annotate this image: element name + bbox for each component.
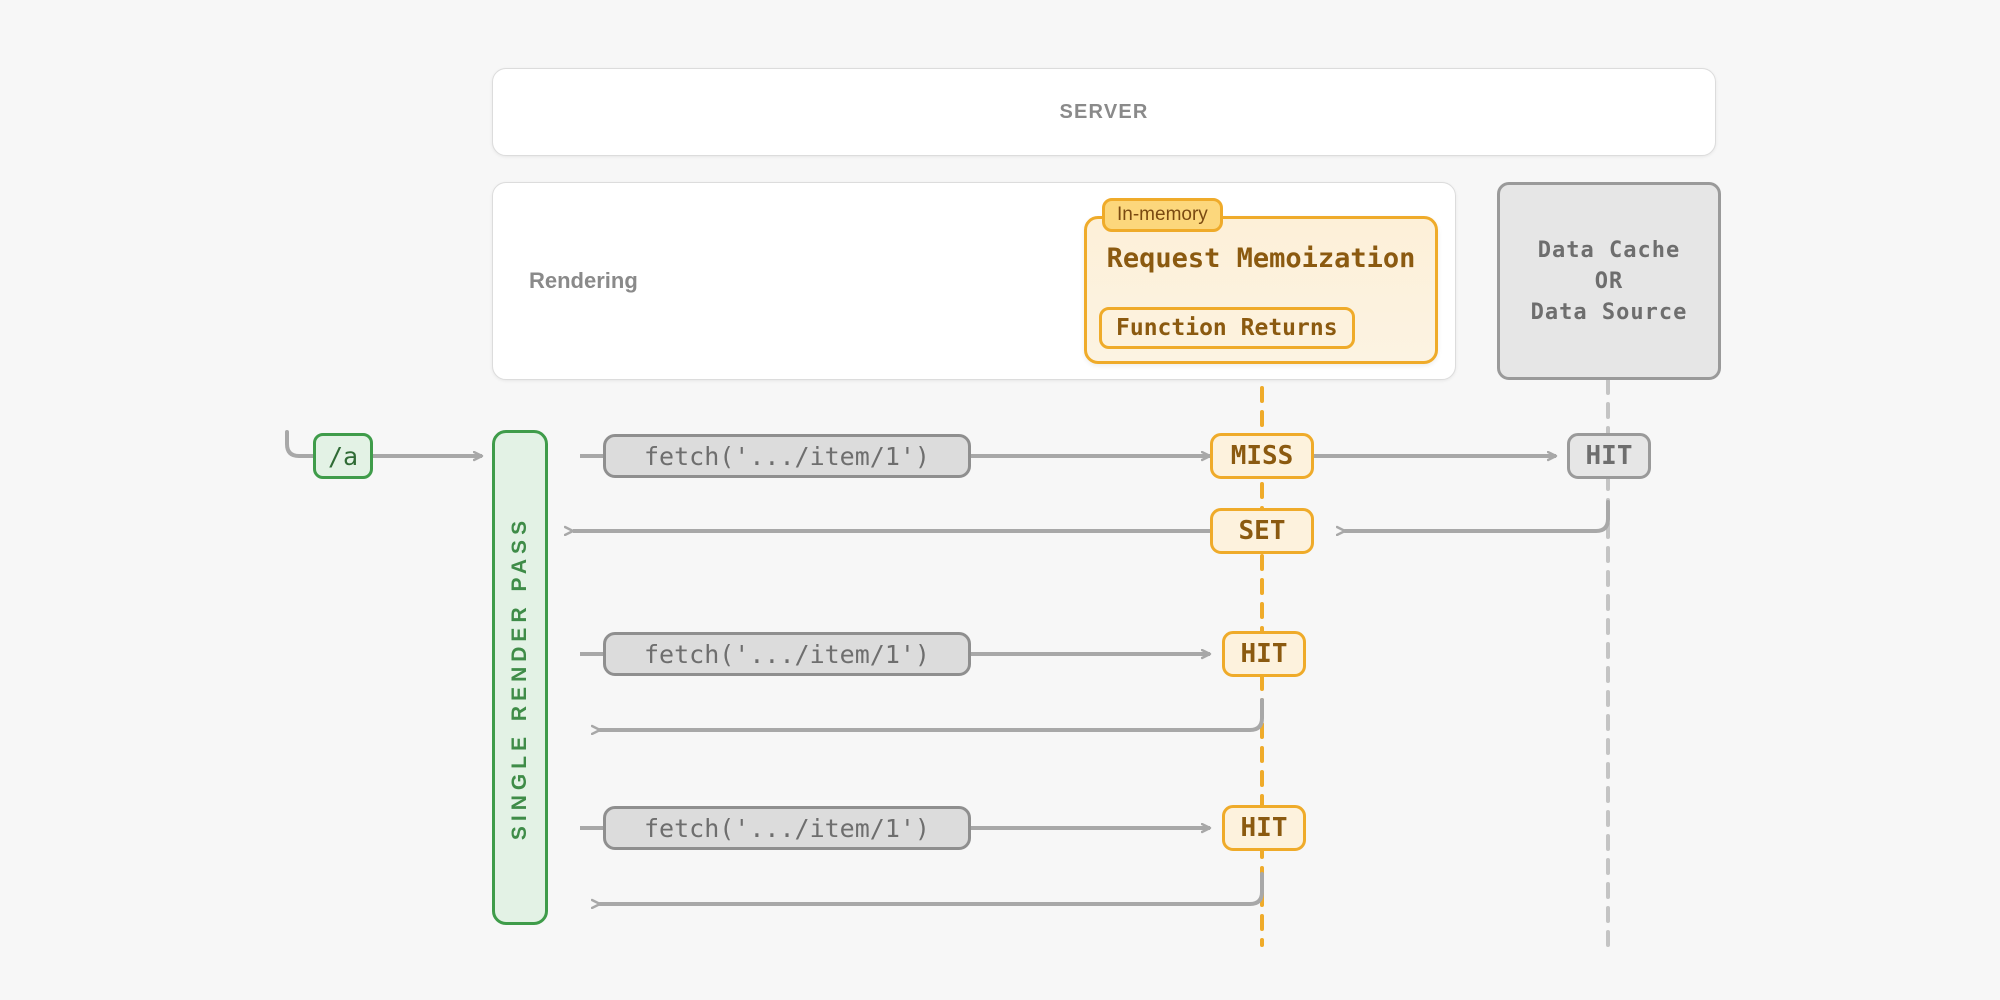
wire-cachehit-to-set [1345,500,1610,531]
server-panel: SERVER [492,68,1716,156]
data-cache-line-1: Data Cache [1537,237,1681,263]
wire-memohit-to-renderpass-3 [600,872,1264,904]
request-memoization-box: Request Memoization Function Returns [1084,216,1438,364]
single-render-pass-bar: SINGLE RENDER PASS [492,430,548,925]
in-memory-tag: In-memory [1102,198,1223,232]
cache-status-hit: HIT [1567,433,1651,479]
data-cache-line-2: OR [1594,268,1624,294]
wire-memohit-to-renderpass-2 [600,698,1264,730]
memo-status-hit-3: HIT [1222,805,1306,851]
memo-status-set: SET [1210,508,1314,554]
rendering-label: Rendering [529,268,638,293]
request-memoization-title: Request Memoization [1106,243,1416,274]
server-label: SERVER [1059,100,1149,123]
fetch-pill-1: fetch('.../item/1') [603,434,971,478]
route-badge: /a [313,433,373,479]
single-render-pass-label: SINGLE RENDER PASS [508,515,531,840]
data-cache-line-3: Data Source [1530,299,1688,325]
memo-status-hit-2: HIT [1222,631,1306,677]
fetch-pill-2: fetch('.../item/1') [603,632,971,676]
fetch-pill-3: fetch('.../item/1') [603,806,971,850]
data-cache-box: Data Cache OR Data Source [1497,182,1721,380]
function-returns-chip: Function Returns [1099,307,1355,349]
entry-curve [285,430,315,458]
memo-status-miss: MISS [1210,433,1314,479]
